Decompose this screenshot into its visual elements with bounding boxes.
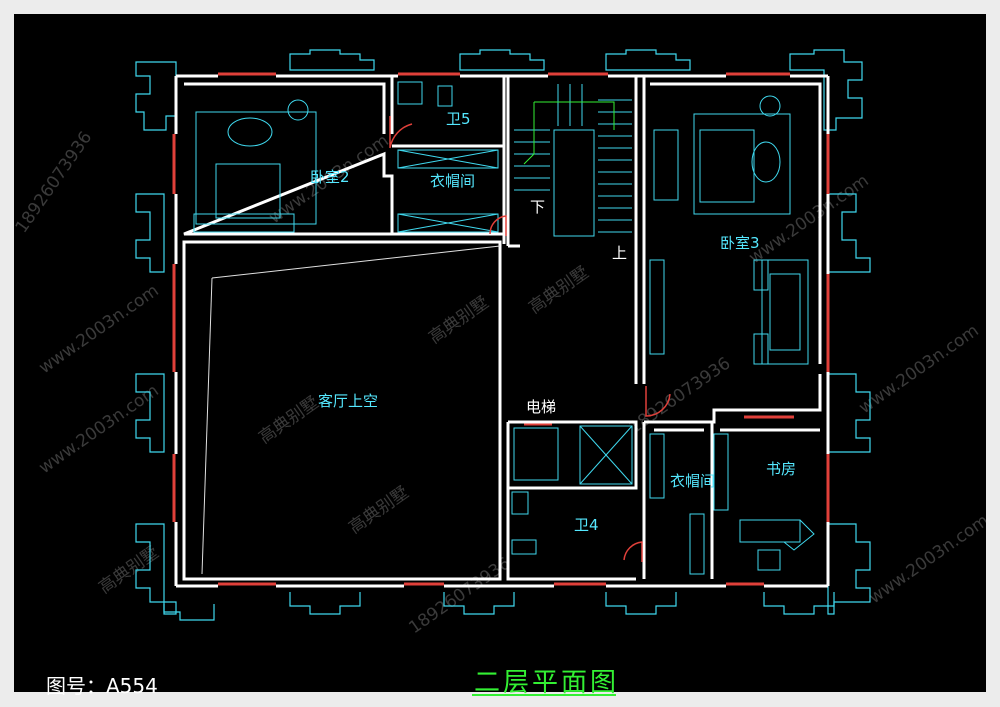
watermark-brand: 高典别墅: [525, 263, 592, 318]
label-bedroom3: 卧室3: [720, 234, 760, 252]
watermark-site: www.2003n.com: [865, 511, 986, 608]
watermark-site: www.2003n.com: [855, 321, 982, 418]
watermark-brand: 高典别墅: [345, 483, 412, 538]
watermark-site: www.2003n.com: [745, 171, 872, 268]
stair-flight: [514, 84, 632, 237]
label-bedroom2: 卧室2: [310, 168, 350, 186]
walls: [174, 74, 830, 588]
label-elevator: 电梯: [526, 398, 556, 416]
drawing-number: 图号：A554: [46, 674, 158, 698]
windows-red: [172, 72, 830, 586]
floor-plan: 18926073936 www.2003n.com www.2003n.com …: [14, 49, 986, 638]
watermark-phone: 18926073936: [14, 128, 96, 237]
furniture: [193, 81, 815, 575]
watermark-brand: 高典别墅: [425, 293, 492, 348]
label-wc5: 卫5: [446, 110, 471, 128]
label-living-void: 客厅上空: [318, 392, 378, 410]
label-wc4: 卫4: [574, 516, 599, 534]
drawing-title: 二层平面图: [474, 668, 620, 698]
label-stair-down: 下: [530, 198, 545, 216]
drawing-frame: 18926073936 www.2003n.com www.2003n.com …: [14, 14, 986, 698]
watermark-brand: 高典别墅: [255, 393, 322, 448]
watermark-site: www.2003n.com: [35, 281, 162, 378]
label-study: 书房: [766, 460, 796, 478]
watermark-phone: 18926073936: [625, 353, 734, 438]
watermark-site: www.2003n.com: [35, 381, 162, 478]
label-closet-top: 衣帽间: [430, 172, 475, 190]
title-underline: [472, 694, 616, 696]
watermark-brand: 高典别墅: [95, 543, 162, 598]
label-stair-up: 上: [612, 244, 627, 262]
void-marker: [201, 245, 501, 575]
outer-outline: [135, 49, 871, 621]
watermark-phone: 18926073936: [405, 553, 514, 638]
label-closet-bottom: 衣帽间: [670, 472, 715, 490]
doors: [389, 116, 671, 562]
